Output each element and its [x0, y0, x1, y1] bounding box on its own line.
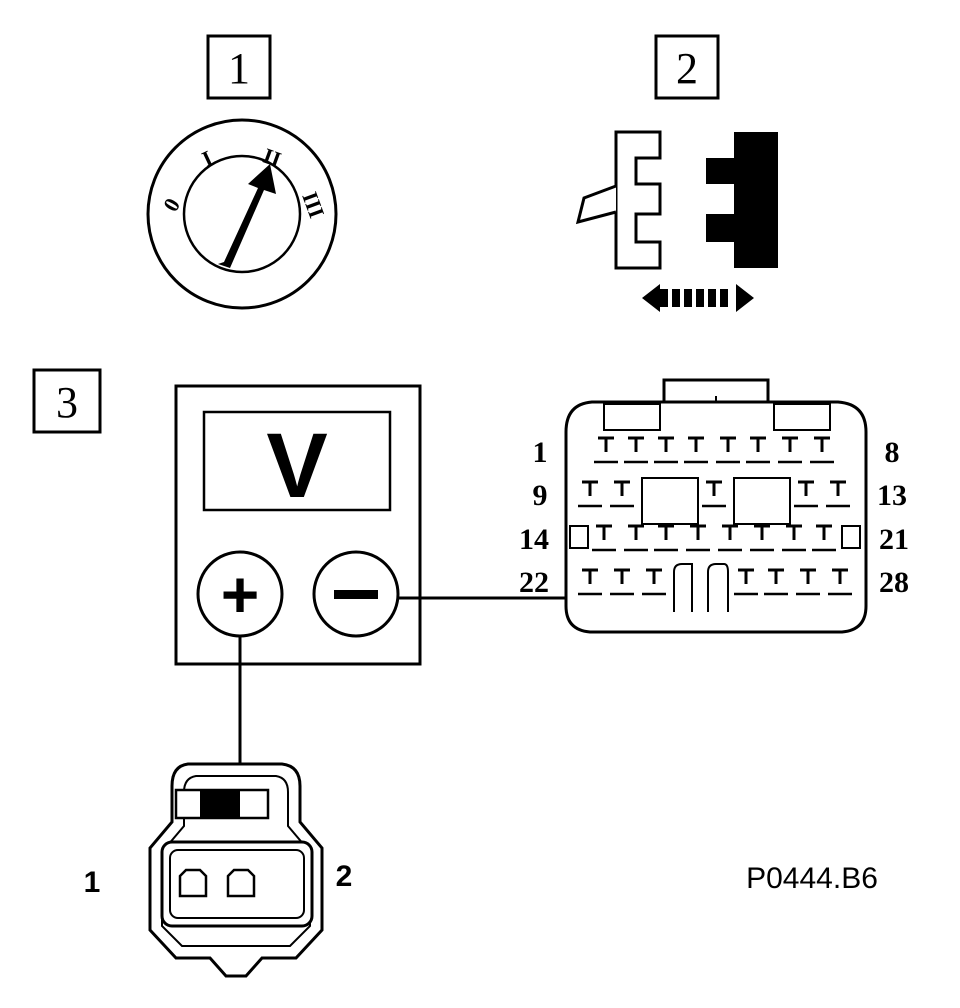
- ecu-pin-terminal: [798, 480, 814, 496]
- ecu-pin-terminal: [814, 436, 830, 452]
- sensor-pin-1: [178, 868, 208, 898]
- ecu-connector-icon: 1 9 14 22 8 13 21 28: [519, 378, 909, 634]
- ecu-pin-terminal: [720, 436, 736, 452]
- row-4-right-label: 28: [879, 566, 909, 599]
- ecu-pin-grid: [578, 436, 852, 596]
- row-3-right-label: 21: [879, 523, 909, 556]
- row-2-left-label: 9: [533, 479, 548, 512]
- row-1-left-label: 1: [533, 436, 548, 469]
- sensor-pin-2: [226, 868, 256, 898]
- ecu-pin-terminal: [830, 480, 846, 496]
- step-1-number: 1: [228, 44, 250, 93]
- ecu-pin-terminal: [750, 436, 766, 452]
- ecu-pin-terminal: [598, 436, 614, 452]
- step-2-label: 2: [654, 34, 720, 100]
- minus-terminal-text: −: [353, 604, 359, 615]
- ecu-pin-terminal: [816, 524, 832, 540]
- row-1-right-label: 8: [885, 436, 900, 469]
- ecu-pin-terminal: [628, 524, 644, 540]
- reference-code: P0444.B6: [746, 862, 878, 895]
- voltmeter-icon: V + −: [174, 384, 422, 666]
- sensor-connector-icon: 1 2: [84, 762, 353, 978]
- step-3-number: 3: [56, 378, 78, 427]
- ecu-pin-terminal: [688, 436, 704, 452]
- row-4-left-label: 22: [519, 566, 549, 599]
- ecu-pin-terminal: [722, 524, 738, 540]
- ecu-pin-terminal: [800, 568, 816, 584]
- ecu-pin-terminal: [738, 568, 754, 584]
- ecu-pin-terminal: [614, 568, 630, 584]
- ecu-pin-terminal: [646, 568, 662, 584]
- ecu-pin-terminal: [832, 568, 848, 584]
- ignition-switch-icon: 0 I II III: [146, 118, 338, 310]
- sensor-pin-2-label: 2: [336, 860, 353, 893]
- ecu-pin-terminal: [582, 568, 598, 584]
- step-1-label: 1: [206, 34, 272, 100]
- disconnect-connector-icon: [575, 130, 778, 312]
- ecu-pin-terminal: [658, 436, 674, 452]
- ecu-pin-terminal: [754, 524, 770, 540]
- ecu-pin-terminal: [582, 480, 598, 496]
- ecu-pin-terminal: [782, 436, 798, 452]
- voltmeter-display: [202, 410, 392, 512]
- step-2-number: 2: [676, 44, 698, 93]
- step-3-label: 3: [32, 368, 102, 434]
- ecu-pin-terminal: [658, 524, 674, 540]
- minus-terminal-symbol: [334, 590, 378, 599]
- ecu-pin-terminal: [786, 524, 802, 540]
- ecu-pin-terminal: [628, 436, 644, 452]
- voltmeter-display-text: V: [266, 415, 327, 517]
- ecu-pin-terminal: [690, 524, 706, 540]
- ecu-pin-terminal: [768, 568, 784, 584]
- ecu-pin-terminal: [706, 480, 722, 496]
- double-arrow-icon: [642, 284, 754, 312]
- ecu-pin-terminal: [614, 480, 630, 496]
- sensor-pin-1-label: 1: [84, 866, 101, 899]
- ecu-pin-terminal: [596, 524, 612, 540]
- row-3-left-label: 14: [519, 523, 549, 556]
- key-pointer-icon: [218, 164, 276, 268]
- row-2-right-label: 13: [877, 479, 907, 512]
- plus-terminal-symbol: +: [221, 557, 260, 631]
